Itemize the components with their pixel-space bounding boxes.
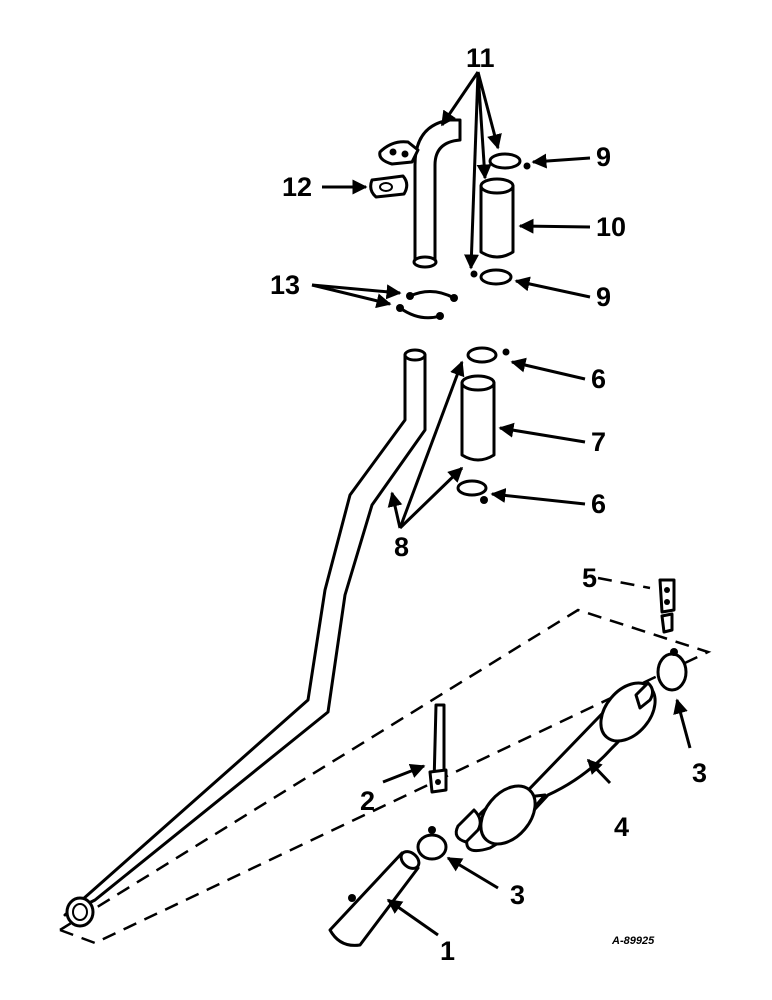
callout-12: 12 — [282, 172, 312, 202]
callout-1: 1 — [440, 936, 455, 966]
callout-9-upper: 9 — [596, 142, 611, 172]
hose-part-7 — [460, 374, 496, 462]
callout-3-right: 3 — [692, 758, 707, 788]
callout-8: 8 — [394, 532, 409, 562]
leader-lines — [311, 71, 692, 937]
callout-10: 10 — [596, 212, 626, 242]
callout-11: 11 — [466, 43, 495, 73]
gasket-hole — [379, 182, 393, 192]
callout-5: 5 — [582, 563, 597, 593]
figure-reference-code: A-89925 — [611, 935, 655, 947]
callout-9-lower: 9 — [596, 282, 611, 312]
clamp-part-3-right — [656, 648, 688, 692]
clip-dashed-line — [597, 576, 651, 590]
clamp-part-9-upper — [488, 152, 531, 170]
gasket-part-12 — [369, 174, 409, 199]
callout-3-left: 3 — [510, 880, 525, 910]
clamp-part-9-lower — [470, 268, 513, 286]
callout-7: 7 — [591, 427, 606, 457]
callout-13: 13 — [270, 270, 300, 300]
elbow-pipe-part-11 — [378, 118, 462, 269]
clamp-part-6-lower — [456, 479, 488, 504]
callout-4: 4 — [614, 812, 629, 842]
strap-part-2 — [428, 703, 448, 794]
exhaust-pipe-part-8 — [63, 348, 427, 928]
tail-pipe-part-1 — [328, 850, 421, 947]
callout-6-lower: 6 — [591, 489, 606, 519]
muffler-part-4 — [454, 681, 657, 853]
clamp-part-3-left — [416, 826, 448, 861]
bracket-part-5 — [658, 578, 676, 634]
hose-part-10 — [479, 177, 515, 259]
clamp-part-6-upper — [466, 346, 510, 364]
callout-2: 2 — [360, 786, 375, 816]
assembly-outline-dashed — [59, 608, 712, 945]
u-bolt-clamps-part-13 — [396, 290, 458, 320]
callout-6-upper: 6 — [591, 364, 606, 394]
